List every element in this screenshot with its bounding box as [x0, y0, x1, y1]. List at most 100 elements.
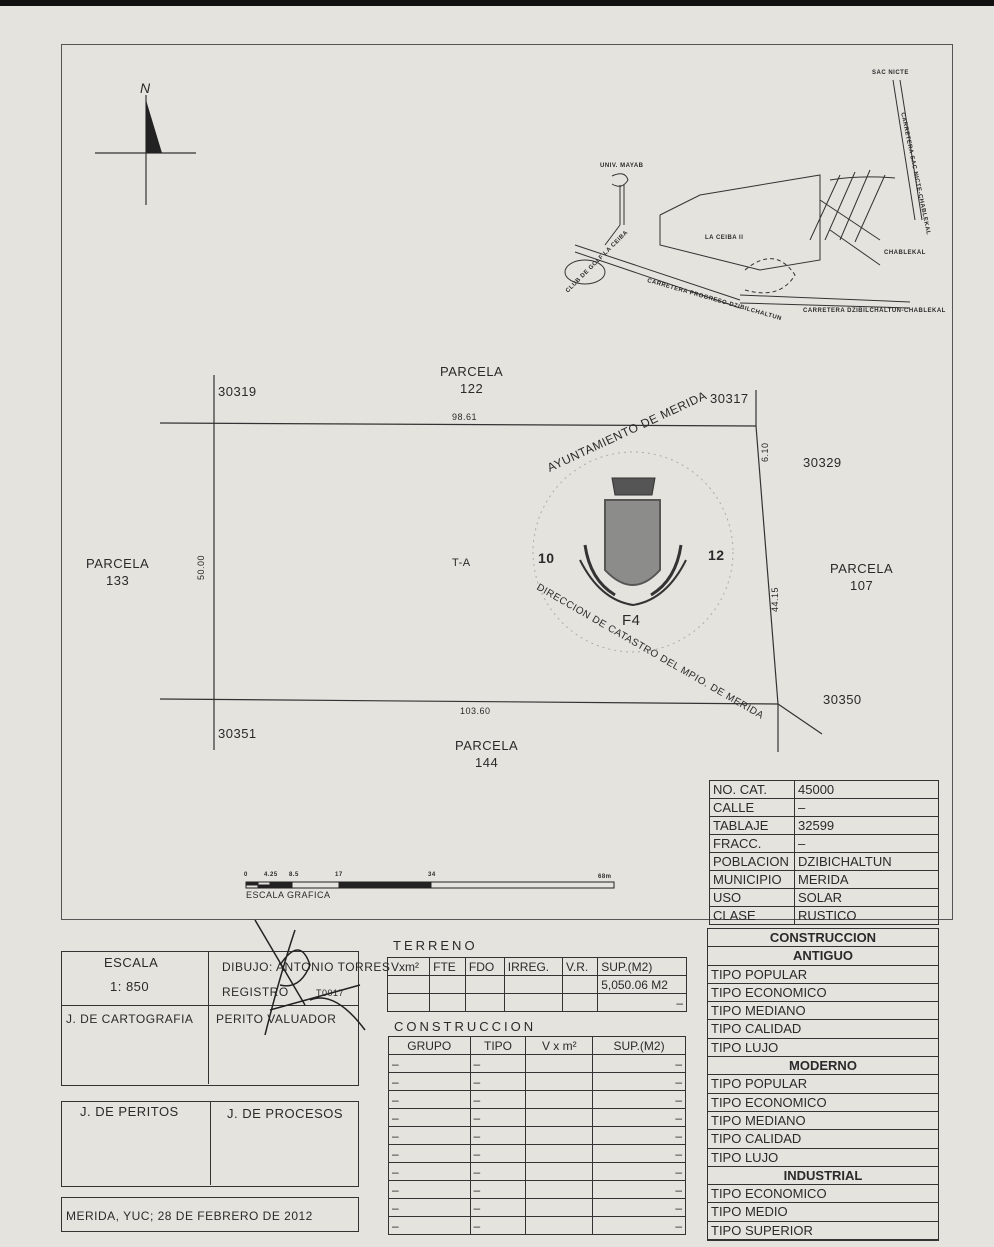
scale-tick-0: 0 [244, 872, 248, 878]
terreno-sup-value: 5,050.06 M2 [597, 975, 687, 994]
industrial-item: TIPO SUPERIOR [708, 1222, 938, 1241]
dash-cell: – [388, 1054, 471, 1073]
seal-code: F4 [622, 612, 641, 629]
terreno-header: V.R. [561, 957, 599, 976]
date-box [61, 1197, 359, 1232]
industrial-item: TIPO MEDIO [708, 1203, 938, 1222]
map-drawing [95, 79, 923, 889]
info-value: – [794, 798, 939, 817]
info-row: NO. CAT.45000 [709, 780, 939, 799]
info-label: TABLAJE [709, 816, 795, 835]
info-label: POBLACION [709, 852, 795, 871]
dash-cell: – [592, 1090, 686, 1109]
dash-cell: – [388, 1072, 471, 1091]
table-row: ––– [388, 1126, 686, 1145]
table-row: ––– [388, 1216, 686, 1235]
scale-tick-2: 8.5 [289, 872, 299, 878]
dash-cell: – [388, 1180, 471, 1199]
dibujo-label: DIBUJO: ANTONIO TORRES [222, 960, 391, 974]
table-row: ––– [388, 1180, 686, 1199]
industrial-item: TIPO ECONOMICO [708, 1185, 938, 1204]
dash-cell: – [592, 1216, 686, 1235]
label-parcela-144: PARCELA 144 [455, 738, 519, 770]
dash-cell: – [388, 1108, 471, 1127]
graphic-scale [245, 881, 615, 889]
date-text: MERIDA, YUC; 28 DE FEBRERO DE 2012 [66, 1209, 313, 1223]
label-parcela-107: PARCELA 107 [830, 561, 894, 593]
dash-cell: – [388, 1090, 471, 1109]
lot-30350: 30350 [823, 692, 862, 707]
construccion-title: CONSTRUCCION [708, 929, 938, 948]
scale-tick-4: 34 [428, 872, 436, 878]
info-label: CALLE [709, 798, 795, 817]
moderno-header: MODERNO [708, 1057, 938, 1076]
dash-cell: – [388, 1162, 471, 1181]
lot-30351: 30351 [218, 726, 257, 741]
registro-label: REGISTRO [222, 985, 289, 999]
j-procesos-label: J. DE PROCESOS [227, 1106, 344, 1121]
label-la-ceiba: LA CEIBA II [705, 235, 744, 241]
dim-left: 50.00 [196, 554, 206, 580]
lot-30329: 30329 [803, 455, 842, 470]
perito-label: PERITO VALUADOR [216, 1012, 337, 1026]
construccion-header: GRUPO [388, 1036, 471, 1055]
j-peritos-label: J. DE PERITOS [80, 1104, 179, 1119]
dash-cell: – [388, 1216, 471, 1235]
antiguo-item: TIPO CALIDAD [708, 1020, 938, 1039]
info-value: 45000 [794, 780, 939, 799]
dash-cell: – [469, 1216, 527, 1235]
moderno-item: TIPO POPULAR [708, 1075, 938, 1094]
dash-cell: – [592, 1054, 686, 1073]
moderno-item: TIPO LUJO [708, 1149, 938, 1167]
dash-cell: – [388, 1144, 471, 1163]
handwritten-signature [254, 919, 366, 1036]
terreno-header: SUP.(M2) [597, 957, 687, 976]
info-label: MUNICIPIO [709, 870, 795, 889]
j-cartografia-label: J. DE CARTOGRAFIA [66, 1012, 194, 1026]
terreno-dash: – [597, 993, 687, 1012]
info-value: 32599 [794, 816, 939, 835]
info-row: FRACC.– [709, 834, 939, 853]
top-bar [0, 0, 994, 6]
antiguo-item: TIPO LUJO [708, 1039, 938, 1058]
table-row: ––– [388, 1054, 686, 1073]
label-univ-mayab: UNIV. MAYAB [600, 163, 644, 169]
antiguo-item: TIPO ECONOMICO [708, 984, 938, 1003]
construccion-header: SUP.(M2) [592, 1036, 686, 1055]
parcel-lines [159, 375, 823, 752]
info-label: FRACC. [709, 834, 795, 853]
table-row: ––– [388, 1144, 686, 1163]
construccion-table-title: CONSTRUCCION [394, 1019, 537, 1034]
parcel-code: T-A [452, 557, 471, 569]
dash-cell: – [592, 1144, 686, 1163]
dash-cell: – [592, 1108, 686, 1127]
construccion-header: TIPO [469, 1036, 527, 1055]
label-chablekal: CHABLEKAL [884, 250, 926, 256]
north-label: N [140, 80, 151, 96]
construccion-header: V x m² [525, 1036, 594, 1055]
antiguo-item: TIPO MEDIANO [708, 1002, 938, 1021]
dim-bottom: 103.60 [460, 706, 491, 716]
label-parcela-133: PARCELA 133 [86, 556, 150, 588]
antiguo-item: TIPO POPULAR [708, 966, 938, 984]
info-value: DZIBICHALTUN [794, 852, 939, 871]
municipal-seal [532, 451, 734, 653]
moderno-item: TIPO ECONOMICO [708, 1094, 938, 1112]
terreno-title: TERRENO [393, 938, 478, 953]
dash-cell: – [469, 1198, 527, 1217]
escala-label: ESCALA [104, 955, 159, 970]
dash-cell: – [469, 1144, 527, 1163]
lot-30319: 30319 [218, 384, 257, 399]
seal-right-number: 12 [708, 547, 725, 563]
info-row: CALLE– [709, 798, 939, 817]
dash-cell: – [469, 1108, 527, 1127]
dash-cell: – [469, 1054, 527, 1073]
dash-cell: – [469, 1180, 527, 1199]
